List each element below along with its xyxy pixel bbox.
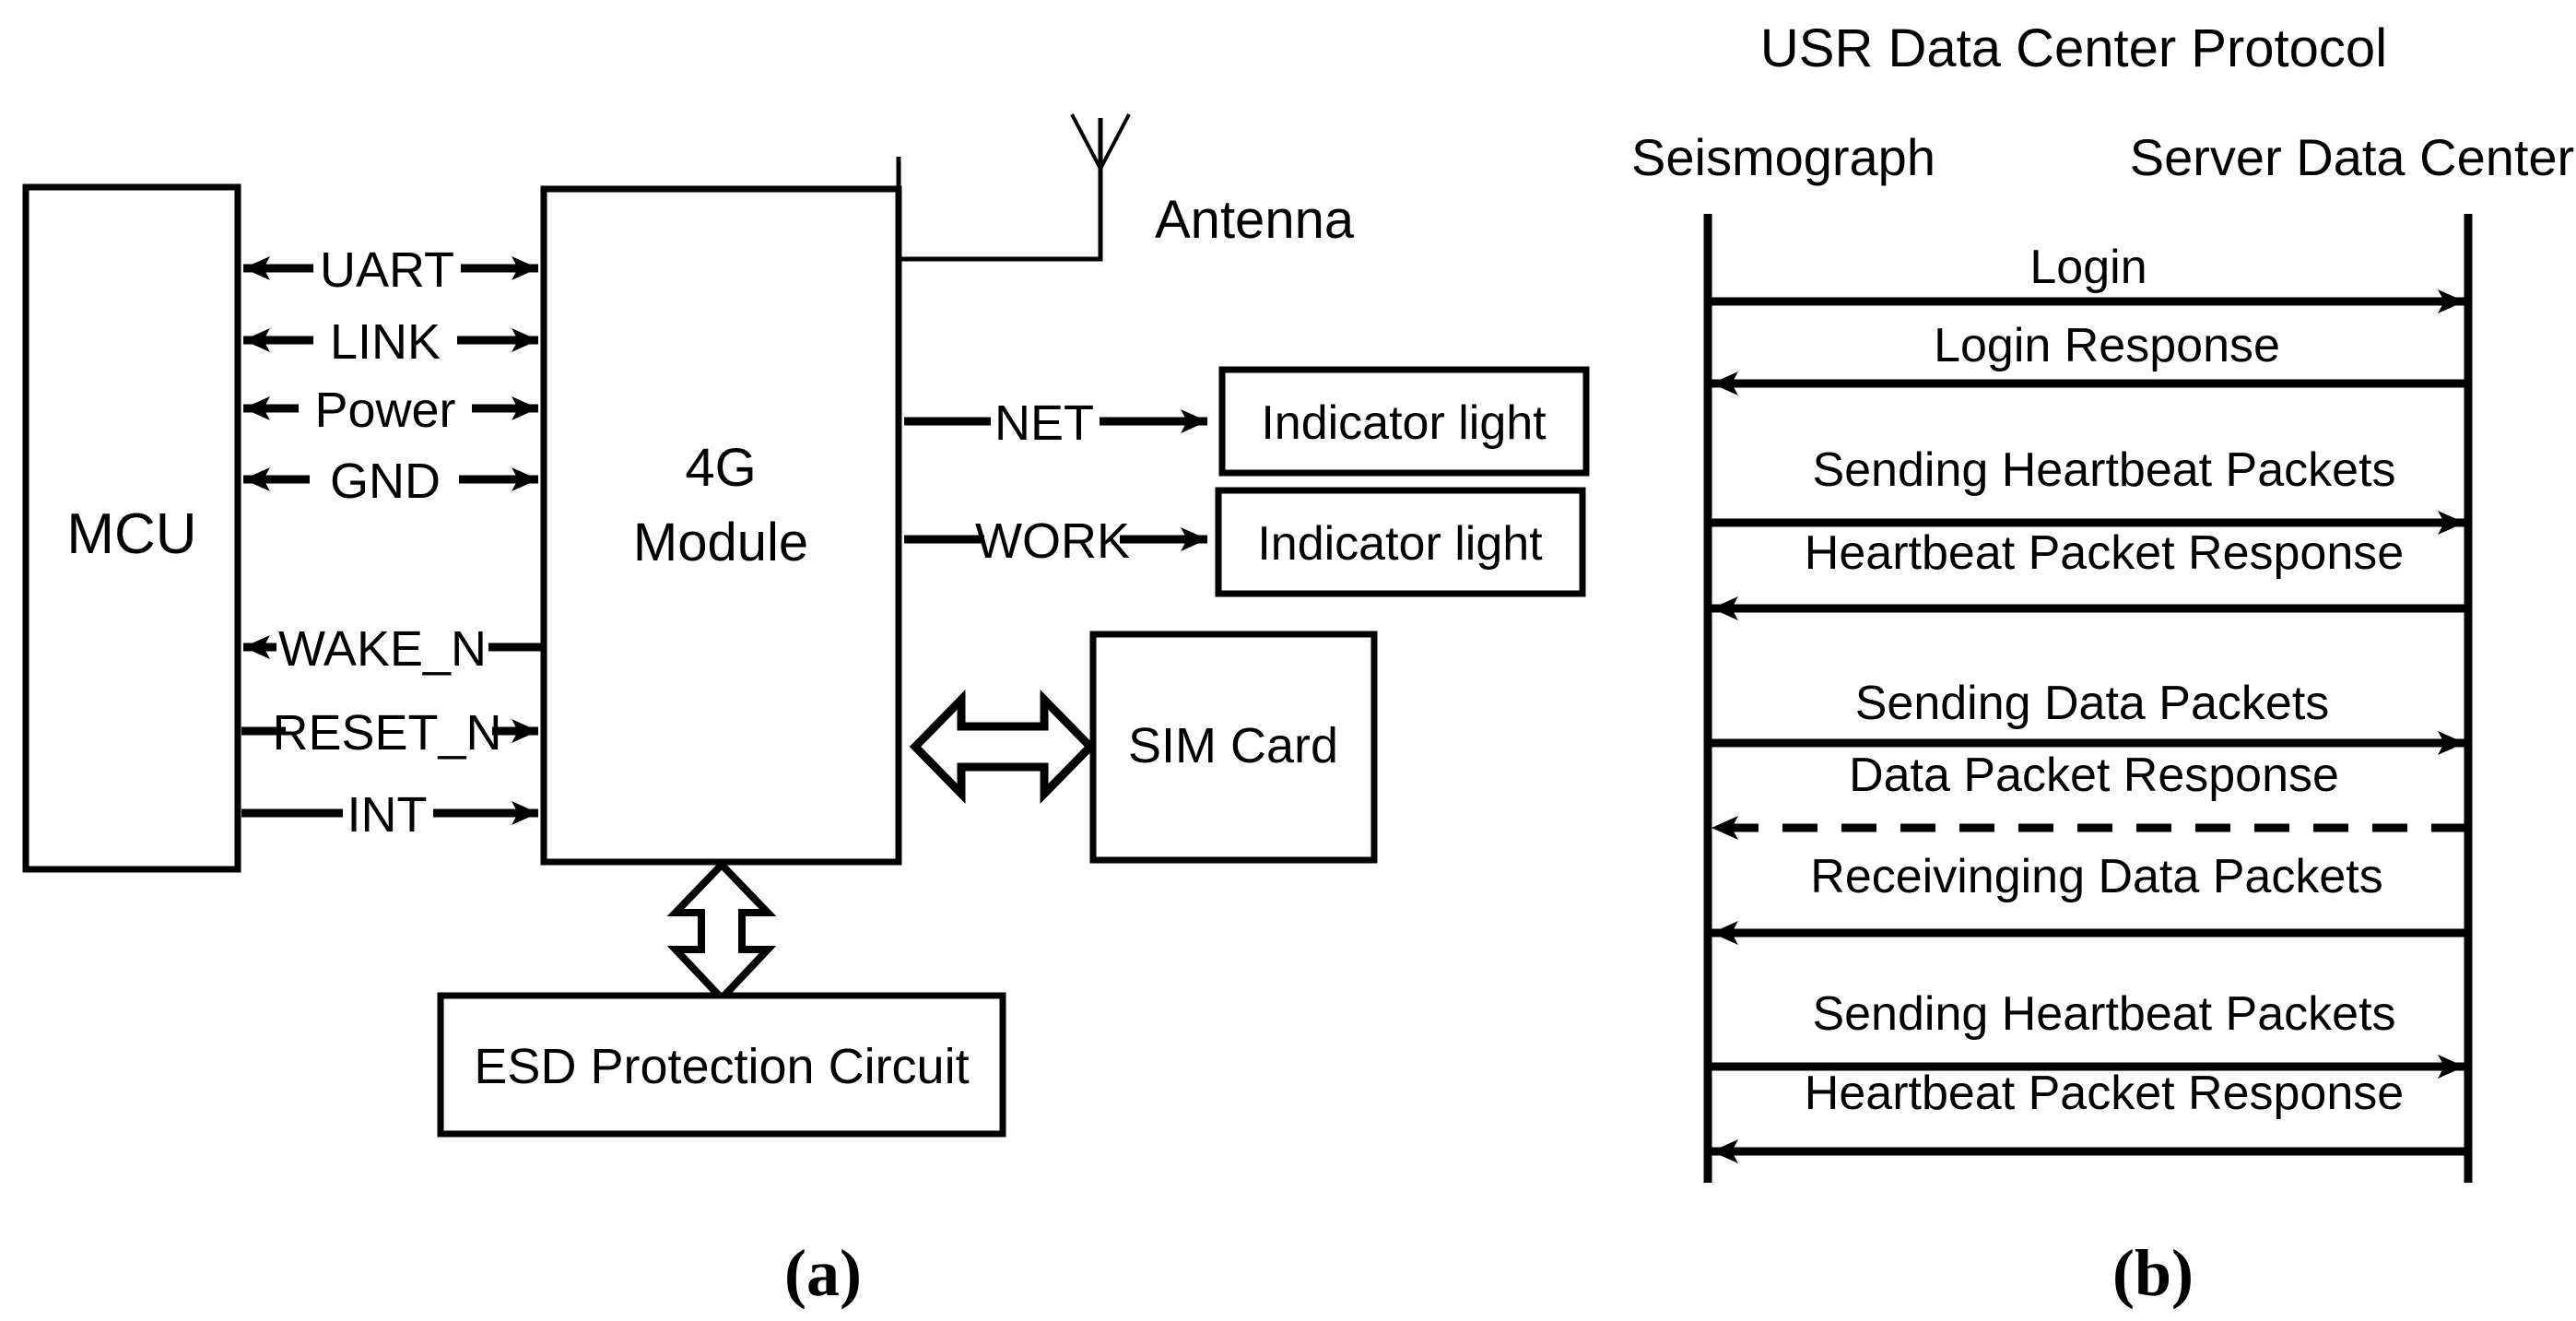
wake-n-label: WAKE_N: [278, 621, 487, 677]
block-indicator-light-work: Indicator light: [1215, 487, 1586, 597]
block-esd-protection: ESD Protection Circuit: [437, 992, 1006, 1138]
control-signal-wake-n: WAKE_N: [243, 621, 542, 677]
sim-label: SIM Card: [1128, 718, 1338, 773]
antenna-feed-line: [896, 118, 1103, 262]
module-label-line1: 4G: [685, 438, 756, 498]
uart-label: UART: [320, 242, 454, 298]
panel-a-caption: (a): [784, 1236, 862, 1310]
panel-b: USR Data Center Protocol Seismograph Ser…: [1631, 18, 2574, 1310]
led-signal-net: NET: [904, 395, 1207, 451]
message-login-label: Login: [2029, 241, 2147, 294]
lifeline-label-server-data-center: Server Data Center: [2130, 128, 2574, 186]
block-mcu: MCU: [22, 183, 241, 873]
block-indicator-light-net: Indicator light: [1218, 366, 1590, 477]
led-net-label: Indicator light: [1261, 396, 1547, 450]
power-label: Power: [314, 383, 455, 438]
message-heartbeat-response-1-label: Heartbeat Packet Response: [1805, 526, 2404, 580]
message-heartbeat-response-2: Heartbeat Packet Response: [1711, 1067, 2466, 1163]
control-signal-reset-n: RESET_N: [241, 705, 538, 761]
message-sending-data-packets: Sending Data Packets: [1711, 677, 2464, 755]
bus-signal-uart: UART: [243, 242, 538, 298]
antenna-symbol: Antenna: [896, 113, 1355, 262]
esd-label: ESD Protection Circuit: [474, 1039, 969, 1094]
message-login: Login: [1711, 241, 2464, 313]
message-login-response: Login Response: [1711, 319, 2466, 395]
reset-n-label: RESET_N: [272, 705, 501, 761]
led-work-label: Indicator light: [1257, 517, 1543, 571]
message-data-packet-response-label: Data Packet Response: [1849, 749, 2339, 802]
led-work-box: [1215, 487, 1586, 597]
work-label: WORK: [975, 513, 1130, 569]
sim-box: [1089, 631, 1378, 864]
message-sending-heartbeat-1-label: Sending Heartbeat Packets: [1812, 443, 2395, 497]
gnd-label: GND: [330, 454, 441, 509]
panel-b-caption: (b): [2112, 1236, 2194, 1310]
mcu-box: [22, 183, 241, 873]
message-login-response-label: Login Response: [1934, 319, 2280, 372]
message-sending-data-packets-label: Sending Data Packets: [1855, 677, 2330, 730]
message-heartbeat-response-2-label: Heartbeat Packet Response: [1805, 1067, 2404, 1120]
message-sending-heartbeat-1: Sending Heartbeat Packets: [1711, 443, 2464, 535]
net-label: NET: [994, 395, 1094, 451]
message-receiving-data-packets: Receivinging Data Packets: [1711, 850, 2466, 945]
int-label: INT: [347, 787, 428, 843]
antenna-whip-icon: [1070, 113, 1131, 173]
panel-b-title: USR Data Center Protocol: [1760, 18, 2387, 78]
module-label-line2: Module: [633, 513, 808, 572]
panel-a: MCU 4G Module Antenna UART LINK: [22, 113, 1590, 1310]
led-net-box: [1218, 366, 1590, 477]
lifeline-label-seismograph: Seismograph: [1631, 128, 1935, 186]
block-4g-module: 4G Module: [540, 185, 902, 866]
antenna-label: Antenna: [1155, 190, 1355, 250]
control-signal-int: INT: [241, 787, 538, 843]
message-sending-heartbeat-2: Sending Heartbeat Packets: [1711, 987, 2464, 1079]
mcu-label: MCU: [66, 502, 196, 566]
link-label: LINK: [330, 314, 441, 370]
module-box: [540, 185, 902, 866]
message-sending-heartbeat-2-label: Sending Heartbeat Packets: [1812, 987, 2395, 1041]
message-data-packet-response: Data Packet Response: [1711, 749, 2466, 840]
message-heartbeat-response-1: Heartbeat Packet Response: [1711, 526, 2466, 620]
bus-signal-gnd: GND: [243, 454, 538, 509]
block-sim-card: SIM Card: [1089, 631, 1378, 864]
message-receiving-data-packets-label: Receivinging Data Packets: [1810, 850, 2382, 903]
esd-box: [437, 992, 1006, 1138]
bus-signal-link: LINK: [243, 314, 538, 370]
led-signal-work: WORK: [904, 513, 1207, 569]
bus-signal-power: Power: [243, 383, 538, 438]
